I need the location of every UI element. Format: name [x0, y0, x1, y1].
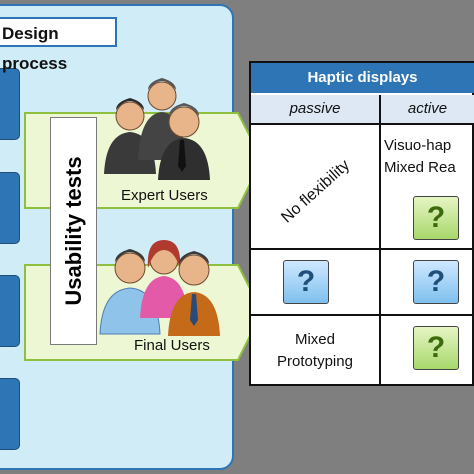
expert-users-label: Expert Users — [121, 187, 208, 204]
question-mark-icon: ? — [413, 260, 459, 304]
mixed-prototyping-line1: Mixed — [294, 331, 335, 348]
question-mark-icon: ? — [283, 260, 329, 304]
column-passive: passive — [251, 95, 379, 123]
table-divider-2 — [251, 248, 474, 250]
table-divider-3 — [251, 314, 474, 316]
usability-tests-label: Usability tests — [60, 156, 86, 306]
process-step-3 — [0, 275, 20, 347]
column-active: active — [381, 95, 474, 123]
question-mark-icon: ? — [413, 196, 459, 240]
haptic-displays-header: Haptic displays — [251, 63, 474, 93]
usability-tests-box: Usability tests — [50, 117, 97, 345]
visuo-haptic-line2: Mixed Rea — [384, 159, 456, 176]
process-step-1: n — [0, 68, 20, 140]
design-process-title: Design process — [0, 17, 117, 73]
design-process-panel — [0, 4, 234, 470]
mixed-prototyping-line2: Prototyping — [277, 353, 353, 370]
question-mark-icon: ? — [413, 326, 459, 370]
table-divider-vertical — [379, 95, 381, 385]
visuo-haptic-line1: Visuo-hap — [384, 137, 452, 154]
process-step-4 — [0, 378, 20, 450]
final-users-icon — [99, 240, 220, 336]
expert-users-icon — [104, 78, 210, 180]
final-users-label: Final Users — [134, 337, 210, 354]
process-step-2 — [0, 172, 20, 244]
table-divider-1 — [251, 123, 474, 125]
